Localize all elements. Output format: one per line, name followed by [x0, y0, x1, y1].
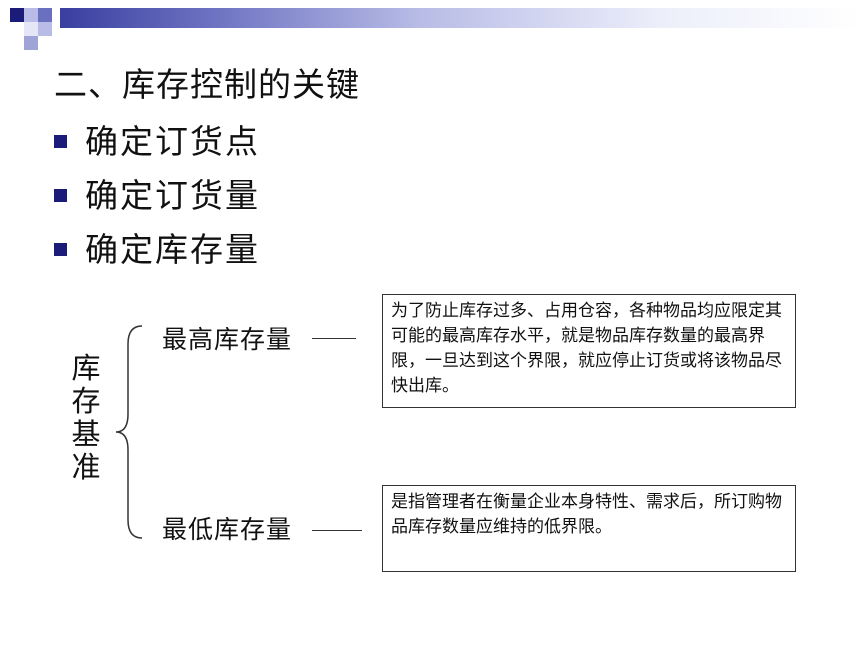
min-stock-description: 是指管理者在衡量企业本身特性、需求后，所订购物品库存数量应维持的低界限。 — [382, 485, 796, 572]
deco-square — [24, 36, 38, 50]
deco-square — [24, 8, 38, 22]
list-item: 确定订货点 — [54, 112, 260, 166]
bullet-text: 确定订货量 — [85, 176, 260, 215]
group-label-char: 存 — [71, 384, 101, 418]
bullet-text: 确定订货点 — [85, 122, 260, 161]
max-stock-label: 最高库存量 — [162, 325, 293, 354]
group-label-char: 库 — [71, 351, 101, 385]
group-label: 库 存 基 准 — [66, 352, 106, 484]
deco-square — [38, 8, 52, 22]
group-label-char: 基 — [71, 417, 101, 451]
deco-square — [24, 22, 38, 36]
min-stock-label: 最低库存量 — [162, 515, 293, 544]
square-bullet-icon — [54, 242, 67, 256]
square-bullet-icon — [54, 188, 67, 202]
min-connector-line — [312, 530, 362, 531]
square-bullet-icon — [54, 134, 67, 148]
deco-square — [10, 8, 24, 22]
deco-square — [38, 22, 52, 36]
slide-title: 二、库存控制的关键 — [54, 65, 360, 104]
bullet-text: 确定库存量 — [85, 230, 260, 269]
list-item: 确定库存量 — [54, 220, 260, 274]
list-item: 确定订货量 — [54, 166, 260, 220]
brace-icon — [115, 325, 143, 539]
max-connector-line — [312, 338, 356, 339]
group-label-char: 准 — [71, 450, 101, 484]
header-gradient-bar — [60, 8, 860, 28]
max-stock-description: 为了防止库存过多、占用仓容，各种物品均应限定其可能的最高库存水平，就是物品库存数… — [382, 294, 796, 408]
bullet-list: 确定订货点 确定订货量 确定库存量 — [54, 112, 260, 274]
